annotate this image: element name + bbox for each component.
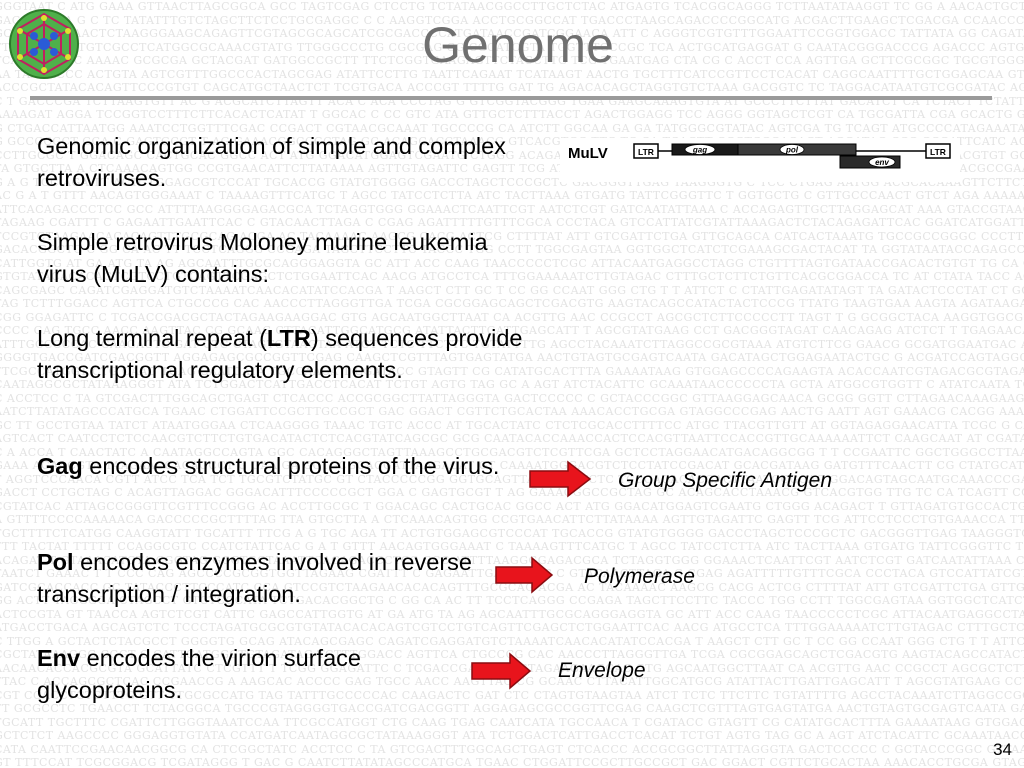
page-number: 34	[993, 740, 1012, 759]
paragraph-gag: Gag encodes structural proteins of the v…	[37, 450, 537, 482]
right-ltr-box	[925, 143, 951, 159]
ltr-pre: Long terminal repeat (	[37, 325, 267, 351]
pol-gene-label: pol	[785, 146, 799, 155]
mulv-genome-diagram: MuLV LTR gag pol env LTR	[560, 138, 960, 182]
mulv-label: MuLV	[568, 145, 608, 162]
paragraph-mulv: Simple retrovirus Moloney murine leukemi…	[37, 229, 488, 287]
left-ltr-label: LTR	[638, 147, 654, 157]
env-post: encodes the virion surface glycoproteins…	[37, 645, 361, 703]
paragraph-intro: Genomic organization of simple and compl…	[37, 133, 506, 191]
right-arrow-icon	[495, 556, 554, 594]
gag-gene-label: gag	[692, 146, 707, 155]
right-arrow-icon	[529, 460, 592, 498]
gloss-pol: Polymerase	[584, 565, 695, 588]
virus-capsid-icon	[9, 9, 79, 79]
pol-term: Pol	[37, 549, 74, 575]
env-term: Env	[37, 645, 81, 671]
gag-term: Gag	[37, 453, 83, 479]
title-divider	[30, 96, 992, 100]
env-gene-label: env	[875, 158, 889, 167]
gag-post: encodes structural proteins of the virus…	[82, 453, 500, 479]
paragraph-ltr: Long terminal repeat (LTR) sequences pro…	[37, 322, 537, 386]
page-title: Genome	[422, 17, 614, 73]
gloss-env: Envelope	[558, 659, 646, 682]
ltr-term: LTR	[266, 325, 311, 351]
gloss-gag: Group Specific Antigen	[618, 469, 833, 492]
left-ltr-box	[633, 143, 659, 159]
right-ltr-label: LTR	[930, 147, 946, 157]
paragraph-pol: Pol encodes enzymes involved in reverse …	[37, 546, 477, 610]
ltr-post: ) sequences provide transcriptional regu…	[37, 325, 523, 383]
right-arrow-icon	[471, 652, 532, 690]
paragraph-env: Env encodes the virion surface glycoprot…	[37, 642, 447, 706]
pol-post: encodes enzymes involved in reverse tran…	[37, 549, 472, 607]
